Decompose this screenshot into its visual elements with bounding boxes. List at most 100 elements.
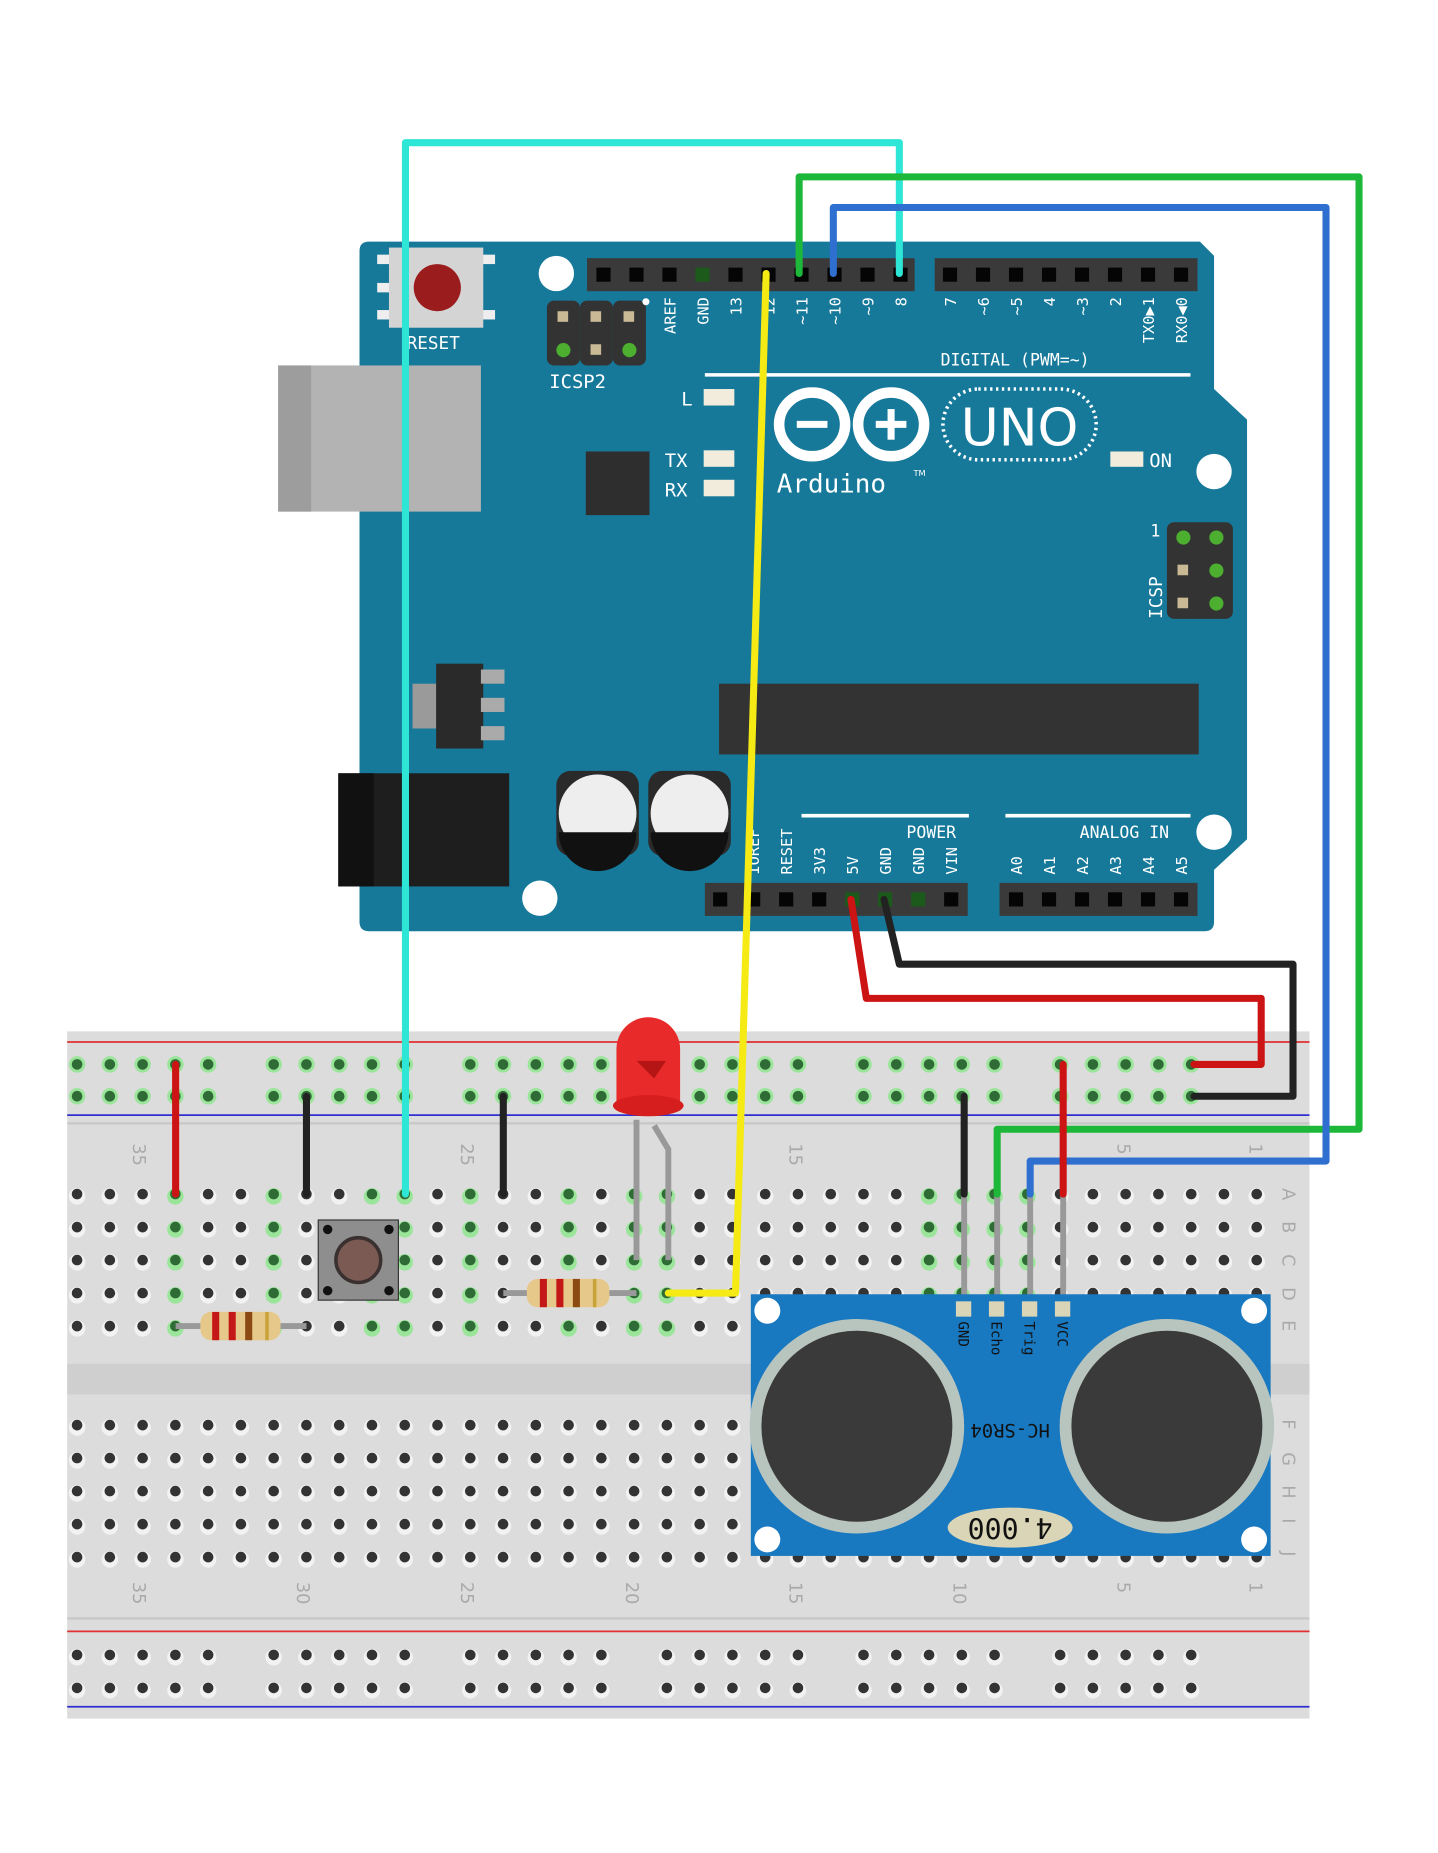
header-pin[interactable] [1173,892,1189,907]
hole-center [530,1485,542,1497]
hole-center [464,1518,476,1530]
hole-center [530,1551,542,1563]
hole-center [628,1485,640,1497]
header-pin[interactable] [1173,267,1189,282]
hole-center [268,1551,279,1563]
sensor-pin-label: GND [954,1321,970,1347]
hole-center [1153,1059,1164,1070]
hole-center [825,1188,837,1200]
hole-center [301,1485,312,1497]
hole-center [137,1551,148,1563]
hole-center [661,1320,673,1332]
header-pin[interactable] [629,267,644,282]
header-pin[interactable] [975,267,991,282]
dc-power-jack [338,773,510,887]
hole-center [1087,1649,1099,1661]
hole-center [104,1287,116,1299]
mounting-hole [1196,814,1232,850]
header-pin[interactable] [1140,892,1156,907]
hole-center [1054,1682,1066,1694]
header-pin[interactable] [1008,892,1024,907]
wire-yellow-led-to-pin12[interactable] [664,269,770,1297]
digital-header-low [934,258,1198,292]
header-pin[interactable] [911,892,926,907]
reset-button[interactable] [377,247,496,328]
pin-label: GND [910,847,928,875]
header-pin[interactable] [695,267,710,282]
hole-center [432,1221,443,1233]
hole-center [170,1287,181,1299]
pin-label: 3V3 [811,847,829,875]
hole-center [170,1221,181,1233]
header-pin[interactable] [944,892,959,907]
hole-center [104,1188,116,1200]
hole-center [1120,1090,1131,1102]
led-on-label: ON [1149,451,1172,472]
hole-center [268,1254,279,1266]
row-letter: E [1277,1320,1297,1331]
hole-center [1218,1254,1230,1266]
hole-center [137,1287,148,1299]
column-number: 20 [621,1582,641,1605]
hole-center [956,1059,968,1070]
analog-in-label: ANALOG IN [1080,823,1169,842]
header-pin[interactable] [1074,267,1090,282]
header-pin[interactable] [1041,267,1057,282]
hole-center [563,1485,574,1497]
header-pin[interactable] [1140,267,1156,282]
hole-center [792,1682,804,1694]
sensor-pin-label: Trig [1020,1321,1036,1355]
hole-center [104,1649,116,1661]
header-pin[interactable] [713,892,728,907]
header-pin[interactable] [728,267,743,282]
pin-label: RESET [778,829,796,875]
hole-center [202,1452,214,1464]
wire-red-5v[interactable] [847,895,1265,1068]
push-button[interactable] [317,1219,399,1301]
wire-green-echo-to-pin11[interactable] [795,173,1363,1198]
header-pin[interactable] [662,267,677,282]
hole-center [923,1254,935,1266]
wire-black-gnd[interactable] [880,895,1297,1100]
hole-center [497,1221,509,1233]
hole-center [104,1059,116,1070]
hole-center [301,1551,312,1563]
resistor[interactable] [503,1278,637,1308]
hole-center [235,1254,247,1266]
hole-center [497,1419,509,1431]
hole-center [137,1485,148,1497]
hole-center [464,1221,476,1233]
hole-center [1153,1221,1164,1233]
header-pin[interactable] [1041,892,1057,907]
pin-label: 4 [1041,297,1059,306]
hole-center [137,1188,148,1200]
header-pin[interactable] [942,267,958,282]
header-pin[interactable] [1107,892,1123,907]
header-pin[interactable] [779,892,794,907]
resistor[interactable] [175,1311,307,1341]
icsp-label: ICSP [1147,576,1167,619]
header-pin[interactable] [812,892,827,907]
pin-label: ~5 [1008,297,1026,315]
wire-blue-trig-to-pin10[interactable] [829,203,1330,1198]
hole-center [399,1649,411,1661]
header-pin[interactable] [860,267,875,282]
header-pin[interactable] [1074,892,1090,907]
header-pin[interactable] [1008,267,1024,282]
header-pin[interactable] [596,267,611,282]
hole-center [268,1419,279,1431]
hole-center [202,1419,214,1431]
hole-center [596,1452,607,1464]
analog-header [999,882,1198,916]
hole-center [694,1551,705,1563]
header-pin[interactable] [1107,267,1123,282]
hole-center [399,1419,411,1431]
hole-center [923,1188,935,1200]
hole-center [858,1188,869,1200]
hole-center [727,1090,738,1102]
hole-center [432,1485,443,1497]
hole-center [432,1254,443,1266]
hole-center [1251,1188,1263,1200]
trademark: TM [912,468,925,478]
hole-center [366,1419,378,1431]
